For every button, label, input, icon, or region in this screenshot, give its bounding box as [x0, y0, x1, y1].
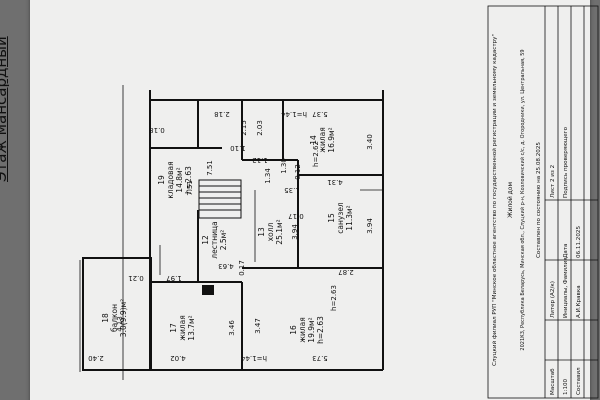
dim-0-18: 0.18 [149, 126, 165, 134]
dim-4-31: 4.31 [327, 178, 343, 186]
stamp-col-initials: Инициалы, Фамилия [563, 257, 569, 318]
dim-3-46: 3.46 [228, 320, 236, 336]
dim-3-47: 3.47 [254, 318, 262, 334]
dim-0-17-b: 0.17 [238, 260, 246, 276]
dim-1-30: 1.30 [280, 158, 288, 174]
dim-1-10: 1.10 [230, 144, 246, 152]
stamp-col-sheet: Лист 2 из 2 [550, 165, 556, 198]
room-12-name: лестница [210, 221, 219, 258]
dim-0-12: 0.12 [294, 164, 302, 180]
dim-7-51-a: 7.51 [206, 160, 214, 176]
dim-0-21: 0.21 [128, 274, 144, 282]
dim-2-40: 2.40 [88, 354, 104, 362]
stamp-person: А.И.Кравка [576, 285, 582, 318]
dim-1-34: 1.34 [264, 168, 272, 184]
room-16-height: h=2.63 [316, 316, 325, 344]
dim-0-17-a: 0.17 [288, 212, 304, 220]
room-12-num: 12 [201, 235, 210, 245]
room-14-name: жилая [318, 127, 327, 153]
room-14-area: 16.9м² [327, 127, 336, 152]
room-18-area: 3.0(9.9)м² [119, 299, 128, 337]
stamp-col-letter: Литер (А2/к) [550, 281, 556, 318]
dim-2-15: 2.15 [240, 120, 248, 136]
dim-3-40: 3.40 [366, 134, 374, 150]
room-17-num: 17 [169, 323, 178, 333]
stairs-drawing [198, 179, 242, 219]
stamp-col-sign: Подпись проверяющего [563, 126, 569, 198]
room-19-name: кладовая [166, 161, 175, 198]
dim-2-18: 2.18 [214, 110, 230, 118]
stamp-scale: 1:100 [563, 378, 569, 395]
room-13-name: холл [266, 222, 275, 241]
dim-h-1-44-bottom: h=1.44 [241, 354, 267, 362]
stamp-date: 06.11.2025 [576, 226, 582, 258]
room-17-name: жилая [178, 315, 187, 341]
dim-4-63: 4.63 [218, 262, 234, 270]
title-block [487, 5, 599, 399]
room-15-num: 15 [327, 213, 336, 223]
dim-h-1-44-top: h=1.44 [281, 110, 307, 118]
dim-2-03: 2.03 [256, 120, 264, 136]
room-15-area: 11.3м² [345, 205, 354, 230]
dim-1-97: 1.97 [166, 274, 182, 282]
dim-h-2-62: h=2.62 [312, 141, 320, 167]
dim-2-87: 2.87 [338, 268, 354, 276]
stamp-org: Слуцкий филиал РУП "Минское областное аг… [491, 34, 498, 367]
dim-5-73: 5.73 [312, 354, 328, 362]
stamp-address: 2021К3, Республика Беларусь, Минская обл… [519, 49, 526, 350]
dim-3-94-a: 3.94 [291, 224, 299, 240]
room-15-name: санузел [336, 202, 345, 234]
dim-4-13: 4.13 [116, 316, 124, 332]
dim-3-94-b: 3.94 [366, 218, 374, 234]
stamp-object: Жилой дом [507, 182, 514, 218]
stamp-compiled: Составлен по состоянию на 25.08.2025 [536, 142, 542, 258]
stamp-role: Составил [576, 367, 582, 395]
dim-7-51-b: 7.51 [186, 180, 194, 196]
chimney-mark [202, 285, 214, 295]
room-19-height: h=2.63 [184, 166, 193, 194]
room-16-name: жилая [298, 317, 307, 343]
dim-1-12: 1.12 [252, 156, 268, 164]
room-17-area: 13.7м² [187, 315, 196, 340]
room-13-num: 13 [257, 227, 266, 237]
dim-5-37: 5.37 [312, 110, 328, 118]
dim-h-2-63: h=2.63 [330, 285, 338, 311]
room-14-num: 14 [309, 135, 318, 145]
room-19-num: 19 [157, 175, 166, 185]
room-18-name: балкон [110, 304, 119, 332]
room-19-area: 14.8м² [175, 167, 184, 192]
room-13-area: 25.1м² [275, 219, 284, 244]
stamp-col-scale: Масштаб [550, 368, 556, 395]
stamp-col-date: Дата [563, 244, 569, 258]
room-16-num: 16 [289, 325, 298, 335]
room-16-area: 19.9м² [307, 317, 316, 342]
room-18-num: 18 [101, 313, 110, 323]
room-12-area: 2.5м² [219, 230, 228, 251]
dim-4-02: 4.02 [170, 354, 186, 362]
dim-1-35: 1.35 [284, 186, 300, 194]
